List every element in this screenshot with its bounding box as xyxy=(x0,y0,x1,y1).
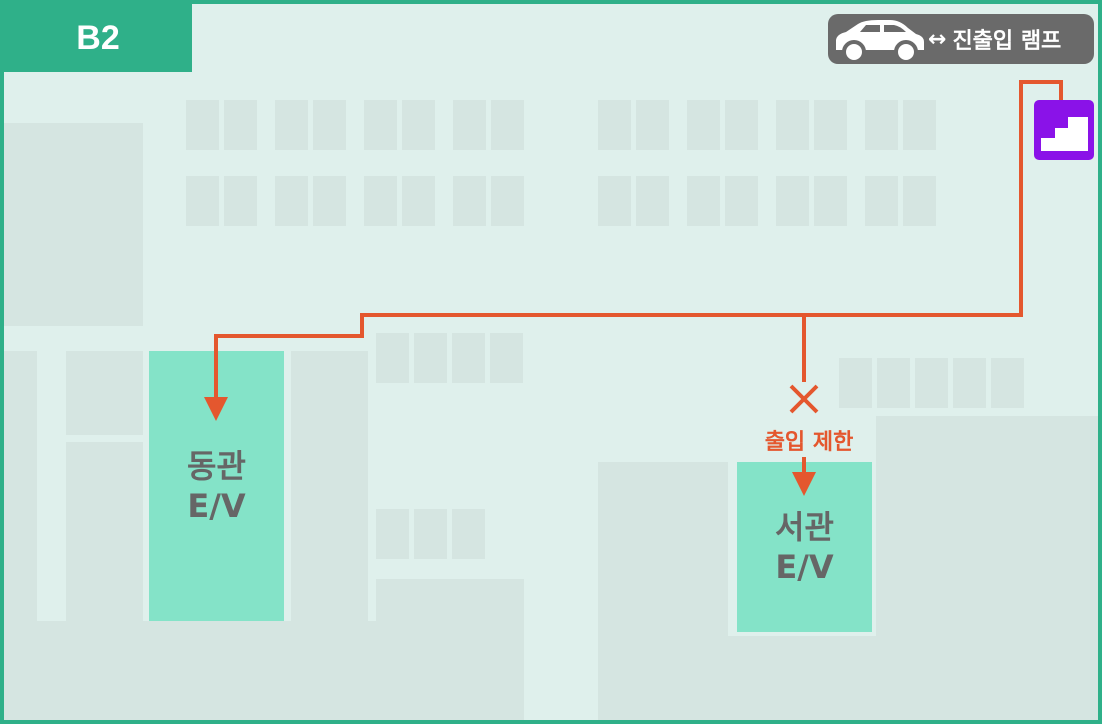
building-block xyxy=(4,123,143,326)
parking-slot xyxy=(186,176,219,226)
west-elevator-type: E/V xyxy=(775,548,834,586)
parking-slot xyxy=(402,100,435,150)
east-elevator-name: 동관 xyxy=(187,447,246,485)
parking-slot xyxy=(865,176,898,226)
parking-slot xyxy=(725,176,758,226)
building-block xyxy=(876,416,1098,720)
parking-slot xyxy=(313,176,346,226)
parking-slot xyxy=(490,333,523,383)
building-block xyxy=(376,579,524,629)
parking-slot xyxy=(915,358,948,408)
parking-slot xyxy=(186,100,219,150)
building-block xyxy=(66,442,143,621)
ramp-badge: ↔ 진출입 램프 xyxy=(828,14,1094,64)
parking-slot xyxy=(402,176,435,226)
parking-slot xyxy=(839,358,872,408)
parking-slot xyxy=(814,176,847,226)
stairs-icon xyxy=(1034,100,1094,160)
parking-slot xyxy=(814,100,847,150)
parking-slot xyxy=(491,100,524,150)
parking-slot xyxy=(364,176,397,226)
parking-slot xyxy=(275,100,308,150)
cross-icon xyxy=(789,384,819,414)
building-block xyxy=(66,351,143,435)
east-elevator-type: E/V xyxy=(187,487,246,525)
building-block xyxy=(291,351,368,621)
parking-slot xyxy=(452,333,485,383)
parking-slot xyxy=(376,509,409,559)
parking-slot xyxy=(376,333,409,383)
parking-slot xyxy=(598,100,631,150)
parking-slot xyxy=(453,176,486,226)
parking-slot xyxy=(491,176,524,226)
parking-slot xyxy=(453,100,486,150)
parking-slot xyxy=(636,176,669,226)
parking-slot xyxy=(313,100,346,150)
parking-slot xyxy=(414,509,447,559)
parking-slot xyxy=(687,100,720,150)
ramp-label: 진출입 램프 xyxy=(952,29,1062,54)
car-icon xyxy=(836,20,924,64)
floor-label: B2 xyxy=(4,4,192,72)
parking-slot xyxy=(224,100,257,150)
parking-slot xyxy=(991,358,1024,408)
access-restricted-label: 출입 제한 xyxy=(764,430,854,455)
building-block xyxy=(4,621,524,720)
parking-slot xyxy=(687,176,720,226)
route-overlay xyxy=(204,80,1094,496)
parking-slot xyxy=(865,100,898,150)
parking-slot xyxy=(953,358,986,408)
parking-slot xyxy=(903,176,936,226)
parking-slot xyxy=(224,176,257,226)
building-block xyxy=(4,351,37,621)
parking-slot xyxy=(275,176,308,226)
parking-slot xyxy=(877,358,910,408)
parking-slot xyxy=(776,176,809,226)
parking-slot xyxy=(636,100,669,150)
parking-slot xyxy=(364,100,397,150)
west-elevator-name: 서관 xyxy=(775,508,834,546)
parking-slot xyxy=(414,333,447,383)
parking-slot xyxy=(725,100,758,150)
parking-slot xyxy=(598,176,631,226)
parking-slot xyxy=(903,100,936,150)
parking-slot xyxy=(452,509,485,559)
parking-slot xyxy=(776,100,809,150)
ramp-arrow-icon: ↔ xyxy=(928,26,947,52)
route-to-east-elevator xyxy=(204,80,1061,421)
